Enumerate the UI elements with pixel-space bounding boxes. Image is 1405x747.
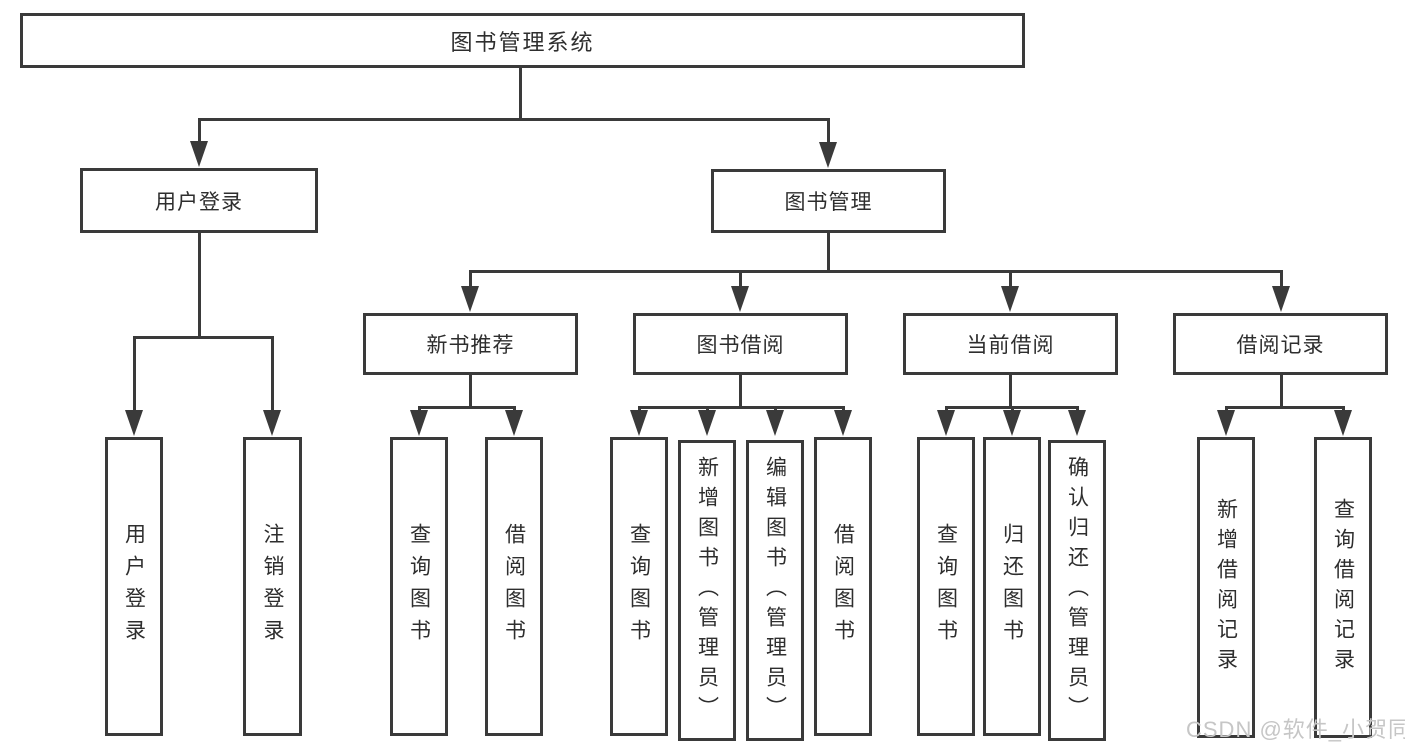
node-label: 新书推荐	[426, 334, 515, 357]
node-label: 查询图书	[627, 522, 651, 651]
node-label: 用户登录	[122, 522, 146, 651]
arrowhead-down	[1217, 410, 1235, 436]
arrowhead-down	[698, 410, 716, 436]
node-label: 用户登录	[155, 190, 243, 214]
arrowhead-down	[731, 286, 749, 312]
node-user-login: 用户登录	[80, 168, 318, 233]
connector-line	[198, 118, 201, 144]
connector-line	[469, 375, 472, 408]
connector-line	[827, 233, 830, 270]
arrowhead-down	[461, 286, 479, 312]
node-label: 新增图书（管理员）	[695, 455, 719, 726]
node-label: 图书管理系统	[450, 29, 595, 55]
arrowhead-down	[1003, 410, 1021, 436]
arrowhead-down	[1001, 286, 1019, 312]
node-borrow-books-recommend: 借阅图书	[485, 437, 543, 736]
arrowhead-down	[410, 410, 428, 436]
node-label: 归还图书	[1000, 522, 1024, 651]
node-book-management: 图书管理	[711, 169, 946, 233]
node-library-management-system: 图书管理系统	[20, 13, 1025, 68]
connector-line	[739, 270, 742, 288]
arrowhead-down	[125, 410, 143, 436]
connector-line	[1225, 406, 1344, 409]
csdn-watermark: CSDN @软件_小贺同学	[1186, 717, 1405, 742]
node-label: 查询图书	[407, 522, 431, 651]
node-current-borrowing: 当前借阅	[903, 313, 1118, 375]
arrowhead-down	[505, 410, 523, 436]
node-confirm-return-admin: 确认归还（管理员）	[1048, 440, 1106, 741]
connector-line	[1280, 270, 1283, 288]
connector-line	[739, 375, 742, 406]
connector-line	[271, 336, 274, 412]
node-label: 确认归还（管理员）	[1065, 455, 1089, 726]
arrowhead-down	[1272, 286, 1290, 312]
node-label: 借阅记录	[1236, 334, 1325, 357]
node-borrow-books-borrow: 借阅图书	[814, 437, 872, 736]
node-borrowing-records: 借阅记录	[1173, 313, 1388, 375]
node-label: 借阅图书	[502, 522, 526, 651]
connector-line	[827, 118, 830, 144]
connector-line	[469, 270, 1282, 273]
node-add-books-admin: 新增图书（管理员）	[678, 440, 736, 741]
node-label: 查询借阅记录	[1331, 497, 1355, 678]
connector-line	[1280, 375, 1283, 406]
node-label: 图书管理	[784, 191, 873, 214]
arrowhead-down	[834, 410, 852, 436]
arrowhead-down	[263, 410, 281, 436]
connector-line	[418, 406, 515, 409]
arrowhead-down	[630, 410, 648, 436]
connector-line	[133, 336, 136, 412]
node-book-borrowing: 图书借阅	[633, 313, 848, 375]
arrowhead-down	[190, 141, 208, 167]
node-label: 查询图书	[934, 522, 958, 651]
node-label: 新增借阅记录	[1214, 497, 1238, 678]
connector-line	[469, 270, 472, 288]
connector-line	[519, 68, 522, 118]
node-query-borrow-record: 查询借阅记录	[1314, 437, 1372, 738]
node-return-books: 归还图书	[983, 437, 1041, 736]
node-label: 注销登录	[261, 522, 284, 651]
arrowhead-down	[766, 410, 784, 436]
connector-line	[133, 336, 274, 339]
node-query-books-borrow: 查询图书	[610, 437, 668, 736]
node-query-books-current: 查询图书	[917, 437, 975, 736]
node-edit-books-admin: 编辑图书（管理员）	[746, 440, 804, 741]
node-label: 当前借阅	[966, 334, 1055, 357]
node-query-books-recommend: 查询图书	[390, 437, 448, 736]
node-label: 编辑图书（管理员）	[763, 455, 787, 726]
node-label: 图书借阅	[696, 334, 785, 357]
node-user-login-leaf: 用户登录	[105, 437, 163, 736]
arrowhead-down	[1334, 410, 1352, 436]
node-add-borrow-record: 新增借阅记录	[1197, 437, 1255, 738]
connector-line	[1009, 270, 1012, 288]
arrowhead-down	[937, 410, 955, 436]
node-label: 借阅图书	[831, 522, 855, 651]
connector-line	[1009, 375, 1012, 406]
connector-line	[198, 233, 201, 336]
connector-line	[198, 118, 830, 121]
node-new-book-recommendation: 新书推荐	[363, 313, 578, 375]
connector-line	[638, 406, 845, 409]
arrowhead-down	[819, 142, 837, 168]
arrowhead-down	[1068, 410, 1086, 436]
node-logout: 注销登录	[243, 437, 302, 736]
